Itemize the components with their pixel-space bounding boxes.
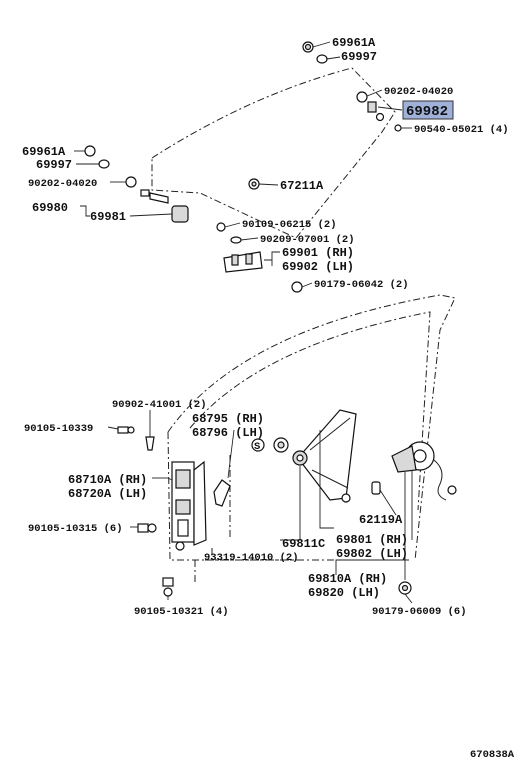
- label-90179-06009: 90179-06009 (6): [372, 606, 467, 618]
- door-inner-outline: [189, 311, 431, 511]
- label-69801: 69801 (RH): [336, 533, 408, 547]
- glass-clip-69997-top: [316, 54, 328, 64]
- label-69810a: 69810A (RH): [308, 572, 387, 586]
- label-90209-07001: 90209-07001 (2): [260, 234, 355, 246]
- label-69997-left: 69997: [36, 158, 72, 172]
- label-69902: 69902 (LH): [282, 260, 354, 274]
- regulator-motor-69810a: [391, 441, 457, 501]
- bolt-90105-10315: [137, 523, 157, 533]
- label-69982: 69982: [406, 104, 448, 120]
- nut-90179-06009: [398, 581, 412, 595]
- glass-bolt-90202-l: [125, 176, 137, 188]
- clip-62119a: [371, 481, 381, 495]
- glass-clip-69961a-left: [84, 145, 96, 157]
- label-69802: 69802 (LH): [336, 547, 408, 561]
- label-90105-10339: 90105-10339: [24, 423, 93, 435]
- door-frame-outline: [167, 294, 456, 561]
- label-90179-06042: 90179-06042 (2): [314, 279, 409, 291]
- label-93319-14010: 93319-14010 (2): [204, 552, 299, 564]
- lock-rod-68795: [213, 479, 231, 507]
- stabilizer-69980: [140, 189, 169, 204]
- highlight-box-69982: [402, 100, 454, 120]
- weatherstrip-clip-67211a: [248, 178, 260, 190]
- label-90105-10321: 90105-10321 (4): [134, 606, 229, 618]
- washer-90209: [230, 236, 242, 244]
- label-90540-05021: 90540-05021 (4): [414, 124, 509, 136]
- label-69980: 69980: [32, 201, 68, 215]
- label-69901: 69901 (RH): [282, 246, 354, 260]
- label-68720a: 68720A (LH): [68, 487, 147, 501]
- label-90202-04020-right: 90202-04020: [384, 86, 453, 98]
- label-69981: 69981: [90, 210, 126, 224]
- label-69961a-left: 69961A: [22, 145, 66, 159]
- glass-clip-69997-left: [98, 159, 110, 169]
- label-68796: 68796 (LH): [192, 426, 264, 440]
- diagram-id-label: 670838A: [470, 749, 515, 761]
- label-69961a-top: 69961A: [332, 36, 376, 50]
- clip-90902-41001: [145, 436, 155, 451]
- label-90105-10315: 90105-10315 (6): [28, 523, 123, 535]
- label-69820: 69820 (LH): [308, 586, 380, 600]
- label-69811c: 69811C: [282, 537, 325, 551]
- window-regulator-69801: [292, 409, 357, 503]
- label-90109-06215: 90109-06215 (2): [242, 219, 337, 231]
- grommet-part: [273, 437, 289, 453]
- bolt-90105-10339: [117, 426, 135, 434]
- glass-clip-69961a-top: [302, 41, 314, 53]
- door-outer-bottom: [167, 431, 412, 561]
- label-90902-41001: 90902-41001 (2): [112, 399, 207, 411]
- bolt-93319: [205, 548, 300, 561]
- label-67211a: 67211A: [280, 179, 324, 193]
- screw-90540: [394, 124, 402, 132]
- label-62119a: 62119A: [359, 513, 403, 527]
- label-68795: 68795 (RH): [192, 412, 264, 426]
- door-lock-assembly-68710a: [171, 460, 207, 551]
- glass-bolt-90202-r: [356, 91, 368, 103]
- label-90202-04020-left: 90202-04020: [28, 178, 97, 190]
- glass-channel-69901: [223, 251, 263, 273]
- run-channel-69982-part: [367, 101, 385, 122]
- bolt-90105-10321: [162, 577, 174, 597]
- door-glass-outline: [151, 67, 396, 239]
- clip-90179-06042: [291, 281, 303, 293]
- label-69997-top: 69997: [341, 50, 377, 64]
- stabilizer-cushion-69981: [171, 205, 189, 223]
- s-mark-label: S: [254, 441, 260, 453]
- s-mark-symbol: S: [251, 438, 265, 453]
- label-68710a: 68710A (RH): [68, 473, 147, 487]
- bolt-90109: [216, 222, 226, 232]
